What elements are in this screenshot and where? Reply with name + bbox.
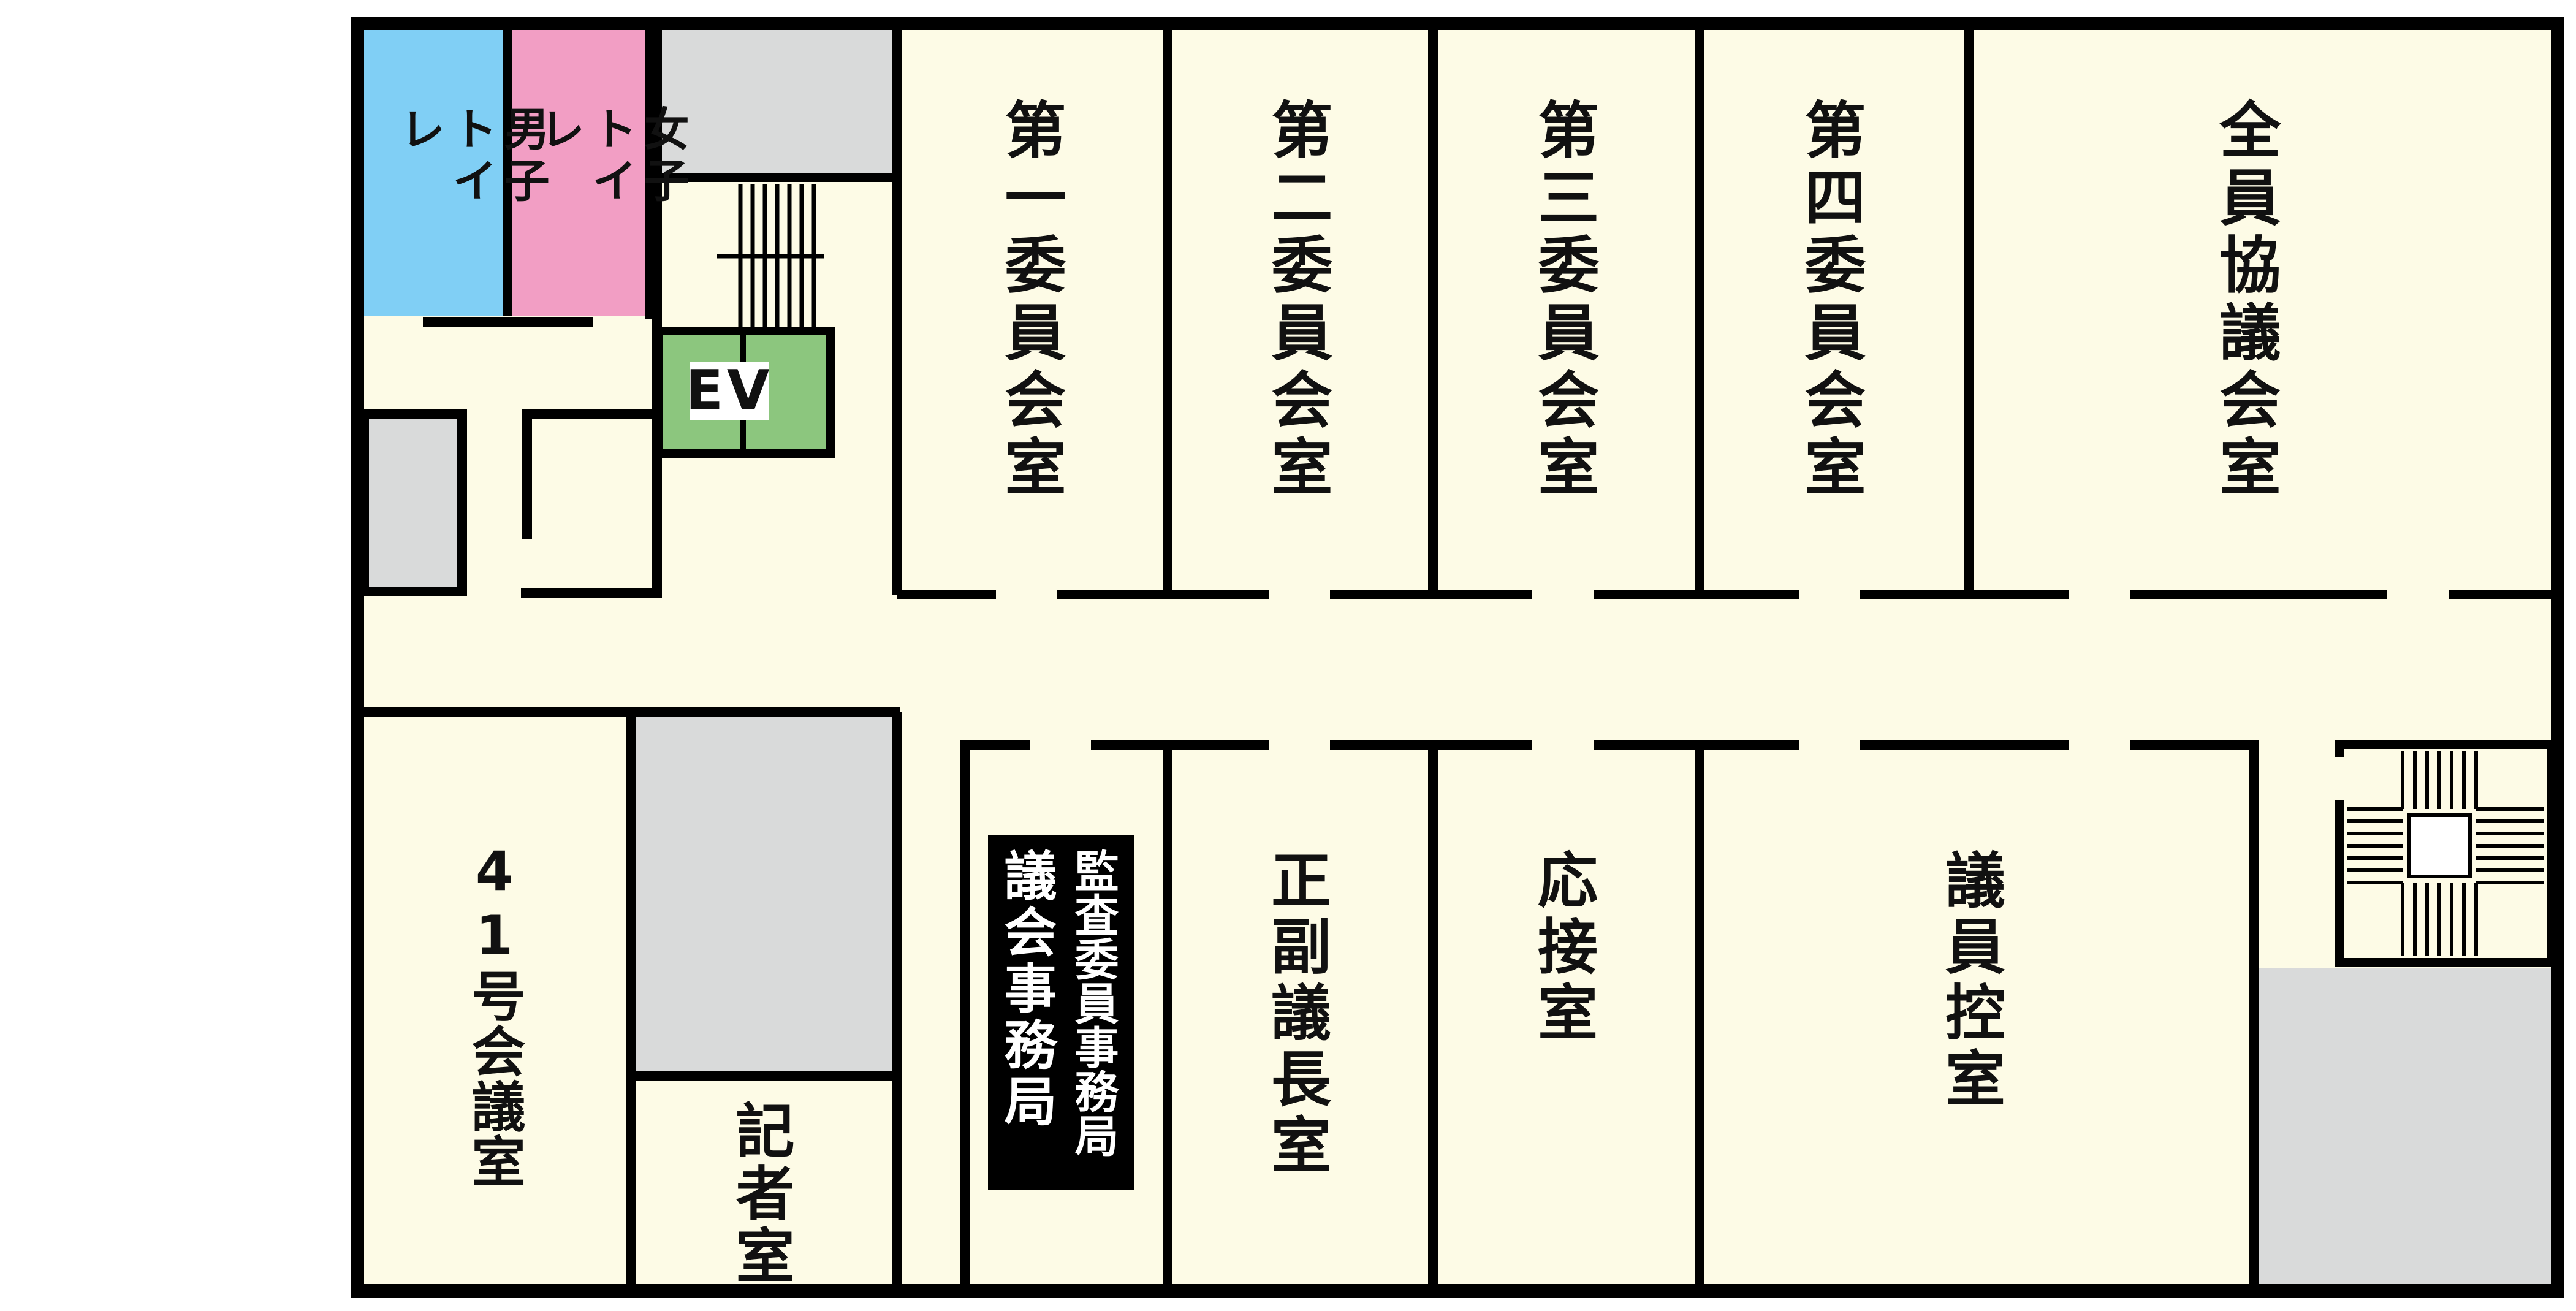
mens-toilet-text: 男子トイレ: [392, 105, 550, 208]
meeting-room-41-label: 41号会議室: [463, 840, 526, 1189]
office-label-box: 監査委員事務局 議会事務局: [988, 835, 1134, 1190]
elevator-label: EV: [685, 359, 773, 423]
members-lounge-label: 議員控室: [1935, 849, 2005, 1114]
doors-bottom: [1030, 739, 2130, 752]
audit-office-label: 監査委員事務局: [1067, 848, 1119, 1157]
service-room-lower: [636, 717, 892, 1073]
plenary-room-label: 全員協議会室: [2209, 98, 2281, 503]
storage-closet: [359, 409, 467, 596]
committee-room-4-label: 第四委員会室: [1794, 98, 1866, 503]
press-room-label: 記者室: [726, 1100, 794, 1288]
committee-room-1-label: 第一委員会室: [994, 98, 1066, 503]
womens-toilet-text: 女子トイレ: [532, 105, 690, 208]
council-office-label: 議会事務局: [995, 848, 1056, 1130]
service-room-top: [662, 30, 892, 176]
committee-room-3-label: 第三委員会室: [1527, 98, 1599, 503]
stairs-right: [2347, 751, 2544, 956]
doors-top: [996, 588, 2449, 602]
vice-chair-room-label: 正副議長室: [1261, 849, 1331, 1180]
committee-room-2-label: 第二委員会室: [1261, 98, 1332, 503]
service-room-right: [2259, 968, 2551, 1284]
reception-room-label: 応接室: [1527, 849, 1597, 1047]
stairs-top: [717, 184, 824, 328]
mens-toilet-room: [364, 30, 507, 316]
mens-toilet-label: 男子トイレ: [392, 105, 549, 259]
womens-toilet-room: [512, 30, 647, 316]
womens-toilet-label: 女子トイレ: [532, 105, 689, 259]
